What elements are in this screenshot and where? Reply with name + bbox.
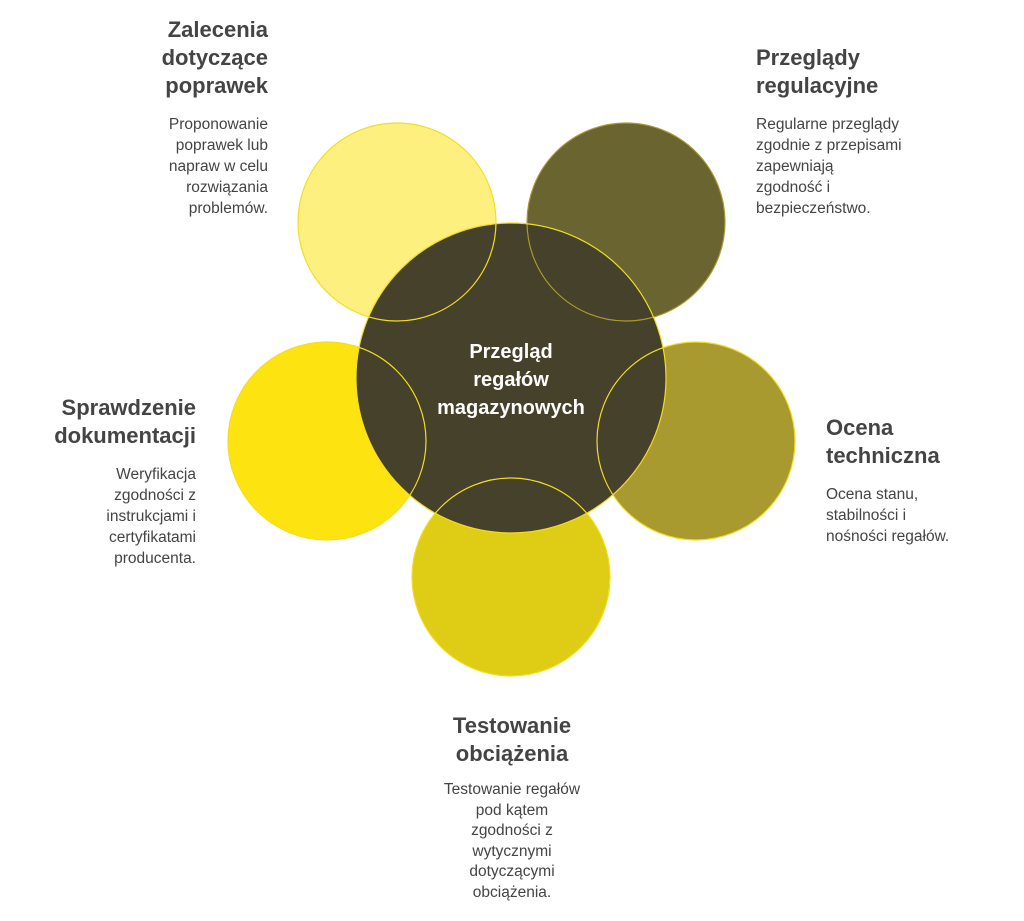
item-title: Przeglądy regulacyjne — [756, 45, 879, 98]
item-description: Proponowanie poprawek lub napraw w celu … — [168, 116, 268, 217]
item-testowanie: Testowanie obciążenia Testowanie regałów… — [392, 712, 632, 903]
item-title: Sprawdzenie dokumentacji — [54, 395, 196, 448]
circle-center — [356, 223, 666, 533]
item-title: Testowanie obciążenia — [452, 713, 572, 766]
outline-sprawdzenie — [227, 341, 427, 541]
circle-outlines — [227, 122, 796, 677]
outline-przeglady — [526, 122, 726, 322]
outline-zalecenia — [297, 122, 497, 322]
item-title: Ocena techniczna — [826, 415, 940, 468]
item-sprawdzenie: Sprawdzenie dokumentacji Weryfikacja zgo… — [16, 394, 196, 569]
item-description: Ocena stanu, stabilności i nośności rega… — [826, 486, 950, 545]
item-description: Testowanie regałów pod kątem zgodności z… — [443, 781, 581, 901]
circle-testowanie — [412, 478, 610, 676]
outline-ocena — [596, 341, 796, 541]
item-przeglady: Przeglądy regulacyjne Regularne przegląd… — [756, 44, 996, 219]
item-title: Zalecenia dotyczące poprawek — [161, 17, 268, 98]
outline-center — [355, 222, 667, 534]
outline-testowanie — [411, 477, 611, 677]
item-description: Regularne przeglądy zgodnie z przepisami… — [756, 116, 902, 217]
item-zalecenia: Zalecenia dotyczące poprawek Proponowani… — [96, 16, 268, 219]
center-label: Przegląd regałów magazynowych — [437, 341, 585, 419]
item-ocena: Ocena techniczna Ocena stanu, stabilnośc… — [826, 414, 1016, 547]
item-description: Weryfikacja zgodności z instrukcjami i c… — [106, 466, 196, 567]
